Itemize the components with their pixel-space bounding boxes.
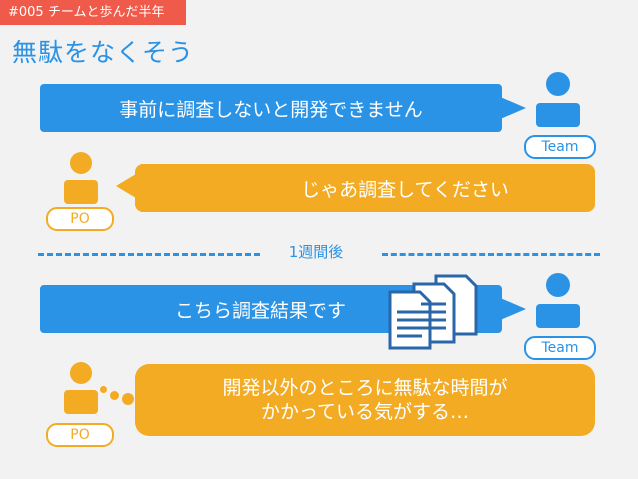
time-divider-label: 1週間後 <box>288 243 344 261</box>
po-thought-line-1: 開発以外のところに無駄な時間が <box>222 377 508 399</box>
documents-icon <box>388 274 478 350</box>
person-icon <box>64 362 98 414</box>
person-icon <box>64 152 98 204</box>
team-message-text: 事前に調査しないと開発できません <box>119 98 423 121</box>
team-role-label: Team <box>524 336 596 360</box>
slide-title: 無駄をなくそう <box>12 38 195 67</box>
bubble-pointer <box>498 297 526 321</box>
po-thought-bubble: 開発以外のところに無駄な時間が かかっている気がする… <box>135 364 595 436</box>
slide-tag: #005 チームと歩んだ半年 <box>0 0 186 25</box>
divider-left <box>38 253 260 256</box>
po-message-bubble: じゃあ調査してください <box>135 164 595 212</box>
team-message-bubble: 事前に調査しないと開発できません <box>40 84 502 132</box>
po-message-text: じゃあ調査してください <box>301 178 509 201</box>
thought-dot <box>122 393 134 405</box>
bubble-pointer <box>498 96 526 120</box>
bubble-pointer <box>116 174 136 198</box>
po-thought-line-2: かかっている気がする… <box>260 401 470 423</box>
team-message-text: こちら調査結果です <box>175 299 347 322</box>
thought-dot <box>110 391 119 400</box>
person-icon <box>536 72 580 127</box>
team-role-label: Team <box>524 135 596 159</box>
po-role-label: PO <box>46 423 114 447</box>
thought-dot <box>100 386 107 393</box>
divider-right <box>382 253 600 256</box>
person-icon <box>536 273 580 328</box>
po-role-label: PO <box>46 207 114 231</box>
